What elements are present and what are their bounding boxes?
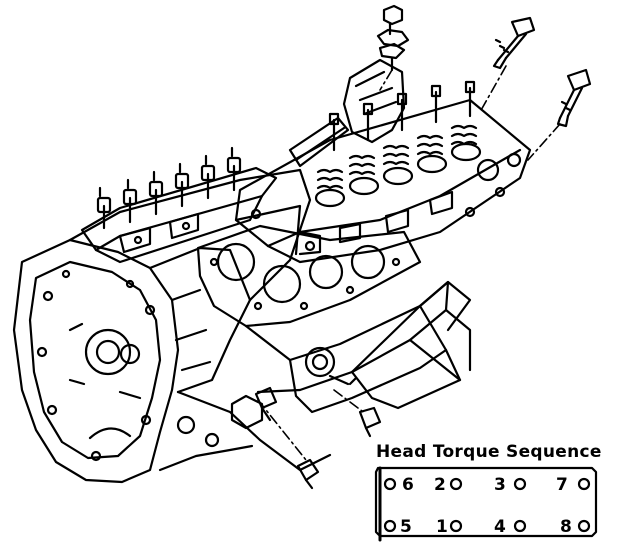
right-bank-deck [244, 280, 472, 414]
plug-bottom-left [254, 386, 320, 490]
bolt-number: 3 [494, 475, 506, 495]
alignment-lines [257, 65, 561, 461]
head-bolt-upper [492, 16, 536, 70]
torque-sequence-caption: Head Torque Sequence [376, 442, 602, 462]
rocker-arm-assembly [288, 58, 406, 168]
timing-cover [12, 238, 180, 484]
bolt-number: 4 [494, 517, 506, 537]
bolt-number: 6 [402, 475, 414, 495]
bolt-number: 1 [436, 517, 448, 537]
head-bolt-right [556, 68, 592, 128]
left-cylinder-head [80, 146, 278, 264]
rocker-nut-stack [376, 4, 410, 72]
plug-bottom-right [358, 406, 382, 438]
torque-sequence-numbers: 6 2 3 7 5 1 4 8 [400, 475, 572, 537]
bolt-number: 2 [434, 475, 446, 495]
cylinder-block [68, 168, 332, 472]
bolt-number: 7 [556, 475, 568, 495]
right-cylinder-head [234, 80, 532, 264]
torque-sequence-frame [374, 466, 598, 542]
oil-pan-rail [350, 304, 472, 410]
head-gasket [196, 224, 422, 328]
bolt-number: 8 [560, 517, 572, 537]
bolt-number: 5 [400, 517, 412, 537]
